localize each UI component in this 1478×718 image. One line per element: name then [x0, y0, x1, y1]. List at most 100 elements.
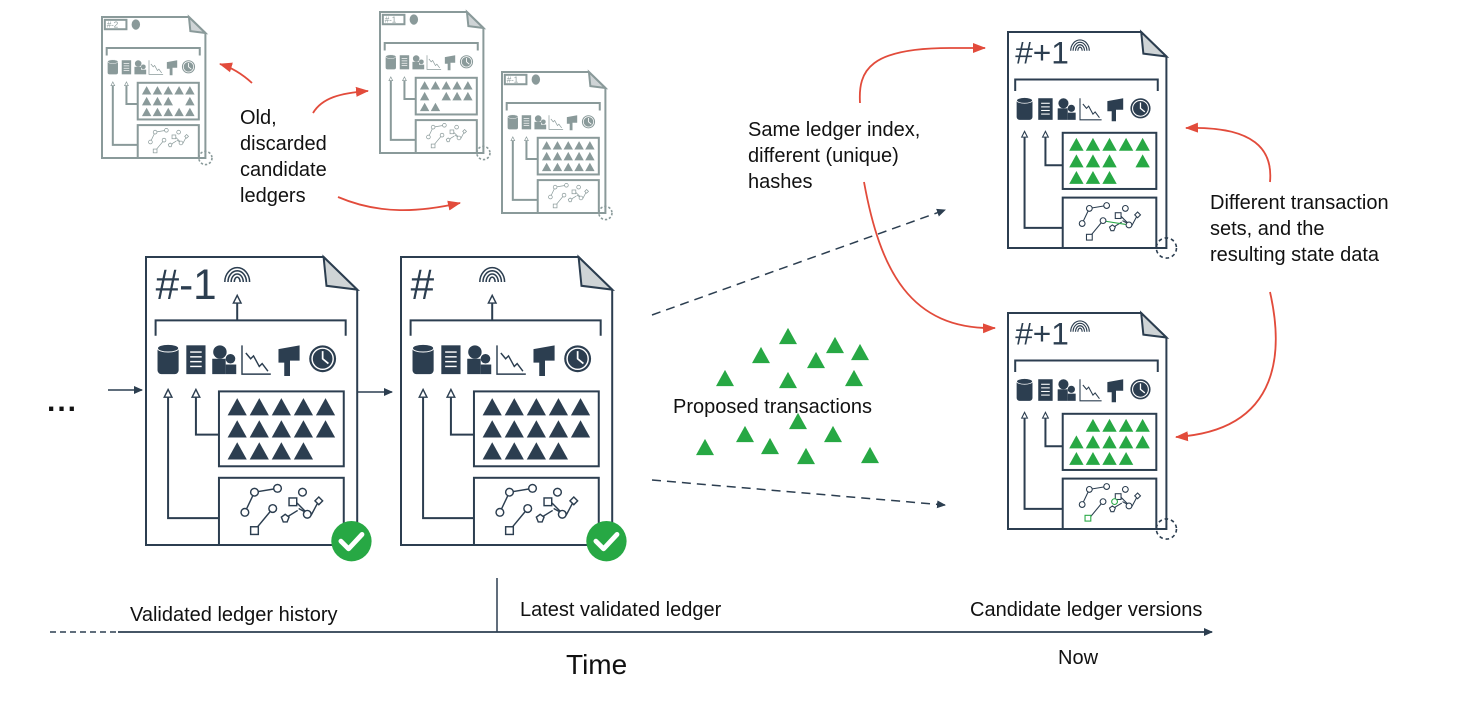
- transaction-triangle: [1118, 418, 1134, 432]
- transaction-triangle: [1102, 451, 1117, 465]
- discarded-line-1: Old,: [240, 107, 277, 129]
- same-index-arrow: [858, 43, 986, 104]
- state-to-db-link: [167, 393, 219, 520]
- hash-arrowhead: [232, 293, 243, 304]
- header-bracket: [154, 319, 347, 336]
- receipt-icon: [441, 345, 461, 375]
- header-bracket: [1014, 78, 1159, 92]
- proposed-transaction: [736, 425, 754, 443]
- transaction-triangle: [482, 420, 502, 438]
- arrowhead: [523, 136, 529, 141]
- arrowhead: [1020, 411, 1029, 419]
- transaction-triangle: [482, 398, 502, 416]
- transaction-triangle: [452, 91, 462, 101]
- transaction-triangle: [563, 151, 573, 161]
- proposed-transactions: [696, 327, 879, 465]
- database-icon: [157, 343, 180, 375]
- arrowhead: [510, 136, 516, 141]
- proposed-transaction: [807, 351, 825, 369]
- transaction-triangle: [504, 398, 524, 416]
- transaction-triangle: [441, 91, 451, 101]
- proposed-transaction: [696, 438, 714, 456]
- candidate-ledger-b: #+1: [1006, 310, 1178, 540]
- discarded-ledger: #-1: [378, 9, 491, 161]
- receipt-icon: [186, 345, 206, 375]
- transaction-triangle: [548, 420, 569, 438]
- folded-corner: [1139, 29, 1170, 58]
- discarded-arrow: [219, 62, 253, 84]
- transaction-triangle: [541, 162, 552, 172]
- now-label: Now: [1058, 647, 1099, 669]
- tx-to-receipt-link: [1044, 415, 1063, 448]
- discarded-line-3: candidate: [240, 159, 327, 181]
- ledger-index-label: #-2: [107, 20, 119, 29]
- clock-icon: [181, 60, 196, 74]
- arrowhead: [163, 387, 174, 398]
- transaction-triangle: [1069, 435, 1084, 449]
- same-index-annotation: Same ledger index, different (unique) ha…: [748, 117, 920, 195]
- transaction-triangle: [1102, 435, 1117, 449]
- accounts-icon: [534, 115, 547, 130]
- discarded-arrow: [312, 86, 369, 114]
- header-bracket: [409, 319, 602, 336]
- candidate-versions-label: Candidate ledger versions: [970, 599, 1203, 621]
- proposed-transaction: [845, 369, 863, 387]
- transaction-triangle: [1102, 137, 1117, 151]
- discarded-line-2: discarded: [240, 133, 327, 155]
- transaction-triangle: [315, 398, 336, 416]
- accounts-icon: [1057, 98, 1076, 120]
- transaction-triangle: [1135, 435, 1150, 449]
- accounts-icon: [467, 345, 492, 375]
- transaction-triangle: [163, 96, 173, 106]
- folded-corner: [322, 254, 361, 292]
- candidate-ledger-a: #+1: [1006, 29, 1178, 259]
- transaction-triangle: [1085, 451, 1101, 465]
- arrowhead: [110, 81, 116, 86]
- proposed-transaction: [797, 447, 815, 465]
- state-to-db-link: [111, 83, 138, 146]
- transaction-triangle: [1085, 418, 1101, 432]
- proposed-transaction: [779, 327, 797, 345]
- timeline: [50, 578, 1213, 636]
- ledger-index-label: #+1: [1015, 35, 1069, 71]
- state-graph: [548, 183, 589, 209]
- receipt-icon: [521, 115, 532, 130]
- transaction-triangle: [185, 96, 195, 106]
- header-bracket: [383, 42, 479, 51]
- transaction-triangle: [293, 442, 314, 460]
- transaction-triangle: [1085, 435, 1101, 449]
- latest-validated-ledger: #: [400, 254, 627, 562]
- transaction-triangle: [419, 91, 430, 101]
- transaction-triangle: [271, 442, 291, 460]
- arrowhead: [401, 76, 407, 81]
- clock-icon: [564, 345, 592, 373]
- chart-icon: [148, 60, 164, 75]
- transaction-triangle: [552, 162, 563, 172]
- transaction-triangle: [574, 162, 584, 172]
- validated-history-label: Validated ledger history: [130, 604, 338, 626]
- flag-icon: [1107, 379, 1124, 403]
- chart-icon: [426, 55, 442, 70]
- pending-hash-indicator: [476, 145, 491, 161]
- transaction-triangle: [570, 398, 591, 416]
- arrowhead: [123, 81, 129, 86]
- transaction-triangle: [585, 162, 595, 172]
- transaction-triangle: [482, 442, 502, 460]
- clock-icon: [581, 115, 596, 129]
- transaction-triangle: [585, 151, 595, 161]
- header-bracket: [105, 47, 201, 56]
- folded-corner: [465, 9, 487, 30]
- state-graph: [1078, 202, 1142, 241]
- arrowhead: [1041, 130, 1050, 138]
- proposed-transaction: [789, 412, 807, 430]
- transaction-triangle: [504, 420, 524, 438]
- state-graph: [148, 128, 189, 154]
- pending-hash-indicator: [198, 150, 213, 166]
- arrowhead: [445, 387, 456, 398]
- transaction-triangle: [419, 102, 430, 112]
- validated-ledger: #-1: [145, 254, 372, 562]
- arrowhead: [1020, 130, 1029, 138]
- arrowhead: [388, 76, 394, 81]
- header-icons: [157, 343, 337, 377]
- transaction-triangle: [1118, 137, 1134, 151]
